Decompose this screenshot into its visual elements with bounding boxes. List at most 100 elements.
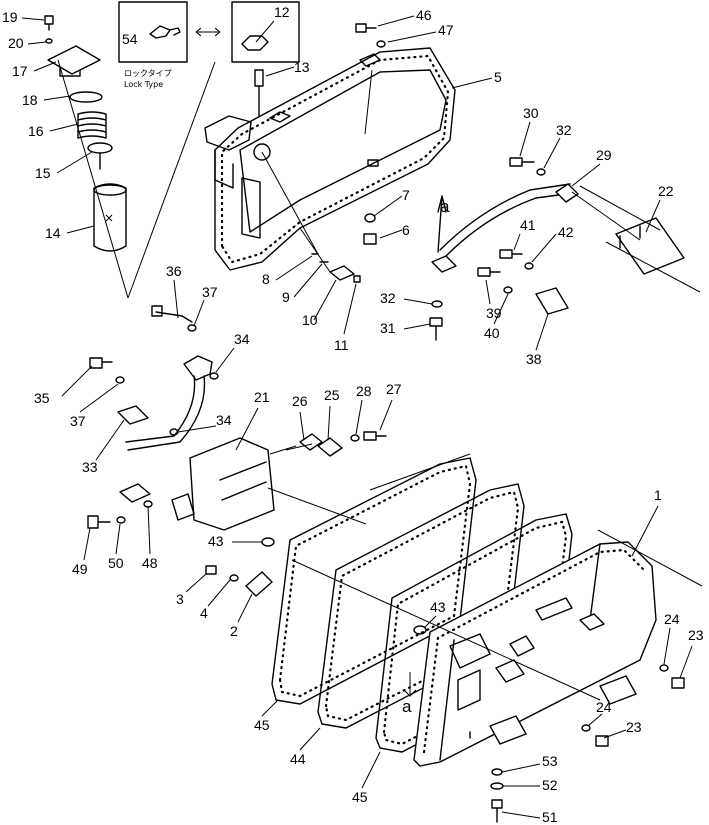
- part-callout-43: 43: [430, 599, 446, 615]
- part-callout-23: 23: [688, 627, 704, 643]
- leader-line-17: [33, 61, 57, 72]
- lock-type-inset: ロックタイプ Lock Type: [118, 1, 300, 89]
- part-callout-33: 33: [82, 459, 98, 475]
- leader-line-2: [237, 593, 253, 623]
- leader-line-26: [299, 411, 305, 441]
- lock-type-en-label: Lock Type: [124, 80, 163, 89]
- part-callout-7: 7: [402, 187, 410, 203]
- leader-line-37: [79, 383, 119, 413]
- leader-line-45: [361, 751, 381, 789]
- part-callout-19: 19: [2, 9, 18, 25]
- part-callout-12: 12: [274, 4, 290, 20]
- lower-plate-assembly: [205, 453, 703, 823]
- leader-line-34: [177, 425, 217, 433]
- leader-line-27: [379, 399, 393, 431]
- leader-line-48: [147, 505, 151, 555]
- part-callout-53: 53: [542, 753, 558, 769]
- part-callout-15: 15: [35, 165, 51, 181]
- leader-line-30: [519, 121, 531, 157]
- leader-line-50: [115, 523, 121, 555]
- leader-line-43: [423, 615, 437, 629]
- leader-line-45: [261, 699, 279, 717]
- leader-line-7: [373, 195, 403, 217]
- part-callout-31: 31: [380, 320, 396, 336]
- right-bracket-assembly: [429, 157, 701, 341]
- part-callout-26: 26: [292, 393, 308, 409]
- leader-line-14: [66, 225, 95, 234]
- part-callout-37: 37: [70, 413, 86, 429]
- leader-line-10: [313, 279, 337, 321]
- leader-line-28: [355, 399, 363, 435]
- leader-line-53: [501, 763, 541, 773]
- leader-line-37: [193, 299, 205, 327]
- leader-line-22: [645, 199, 661, 233]
- part-callout-49: 49: [72, 561, 88, 577]
- leader-line-5: [451, 77, 493, 89]
- part-callout-25: 25: [324, 387, 340, 403]
- leader-line-25: [327, 405, 331, 441]
- part-callout-29: 29: [596, 147, 612, 163]
- part-callout-23: 23: [626, 719, 642, 735]
- part-callout-20: 20: [8, 35, 24, 51]
- part-callout-11: 11: [334, 337, 349, 353]
- part-callout-36: 36: [166, 263, 182, 279]
- pipe-valve-assembly: [87, 305, 387, 531]
- part-callout-40: 40: [484, 325, 500, 341]
- reference-letter-upper: a: [440, 197, 450, 216]
- part-callout-46: 46: [416, 7, 432, 23]
- leader-line-38: [535, 313, 549, 351]
- part-callout-42: 42: [558, 224, 574, 240]
- leader-line-16: [49, 123, 79, 132]
- leader-line-4: [207, 579, 231, 607]
- part-callout-16: 16: [28, 123, 44, 139]
- part-callout-21: 21: [254, 389, 270, 405]
- part-callout-48: 48: [142, 555, 158, 571]
- part-callout-8: 8: [262, 271, 270, 287]
- part-callout-13: 13: [294, 59, 310, 75]
- part-callout-52: 52: [542, 777, 558, 793]
- leader-line-13: [265, 66, 295, 77]
- leader-line-34: [215, 347, 235, 373]
- leader-line-31: [403, 323, 431, 330]
- part-callout-34: 34: [216, 412, 232, 428]
- leader-line-20: [27, 41, 47, 45]
- part-callout-41: 41: [520, 217, 536, 233]
- leader-line-44: [299, 727, 321, 751]
- leader-line-12: [255, 20, 275, 43]
- part-callout-51: 51: [542, 809, 558, 825]
- leader-line-32: [543, 137, 561, 169]
- part-callout-39: 39: [486, 305, 502, 321]
- part-callout-35: 35: [34, 390, 50, 406]
- part-callout-30: 30: [523, 105, 539, 121]
- reference-letter-lower: a: [402, 697, 412, 716]
- leader-line-15: [56, 151, 93, 174]
- leader-line-36: [173, 279, 179, 319]
- part-callout-44: 44: [290, 751, 306, 767]
- part-callout-4: 4: [200, 605, 208, 621]
- part-callout-32: 32: [380, 290, 396, 306]
- part-callout-2: 2: [230, 623, 238, 639]
- leader-line-35: [61, 365, 93, 397]
- leader-line-39: [485, 279, 491, 305]
- part-callout-28: 28: [356, 383, 372, 399]
- leader-line-19: [21, 17, 45, 21]
- part-callout-45: 45: [254, 717, 270, 733]
- leader-line-42: [531, 233, 557, 263]
- leader-line-41: [513, 233, 521, 251]
- part-callout-24: 24: [596, 699, 612, 715]
- leader-line-24: [587, 713, 603, 727]
- part-callout-32: 32: [556, 122, 572, 138]
- part-callout-6: 6: [402, 222, 410, 238]
- part-callout-43: 43: [208, 533, 224, 549]
- part-callout-24: 24: [664, 611, 680, 627]
- leader-lines: [21, 15, 693, 819]
- tank-body: [204, 23, 456, 283]
- leader-line-47: [387, 31, 437, 43]
- part-callout-14: 14: [45, 225, 61, 241]
- part-callout-37: 37: [202, 284, 218, 300]
- part-callout-22: 22: [658, 183, 674, 199]
- leader-line-23: [603, 729, 627, 739]
- leader-line-51: [501, 811, 541, 819]
- leader-line-33: [95, 419, 125, 461]
